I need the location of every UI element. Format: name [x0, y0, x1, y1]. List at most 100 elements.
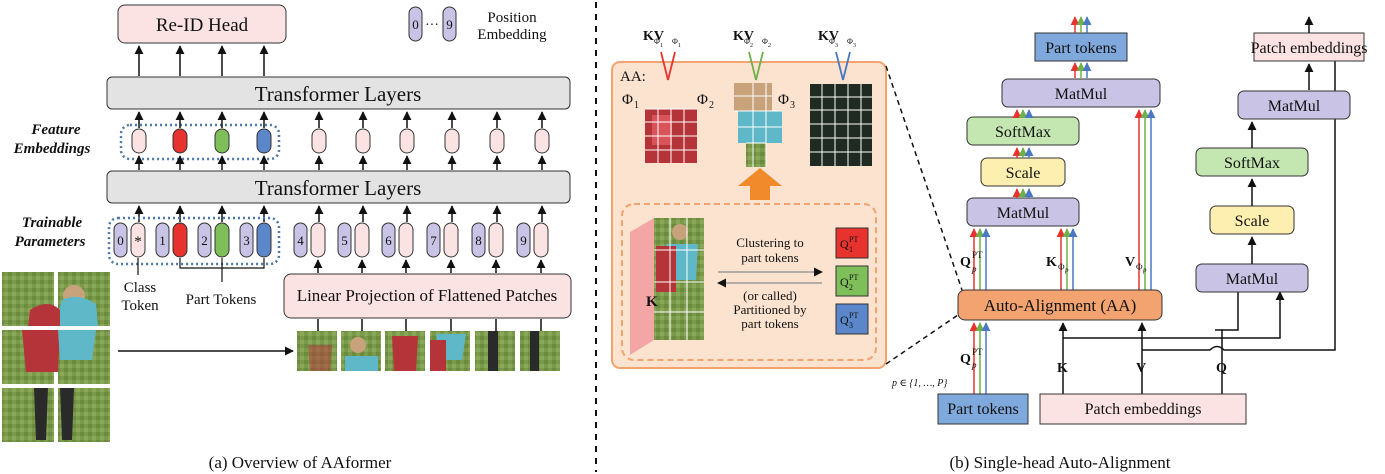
- trainable-group-outline: [107, 216, 281, 266]
- phi3-sub: 3: [790, 100, 795, 111]
- aa-label: AA:: [620, 69, 646, 85]
- caption-left: (a) Overview of AAformer: [209, 453, 392, 472]
- patch-embeddings-top-label: Patch embeddings: [1251, 40, 1368, 57]
- svg-text:2: 2: [201, 233, 208, 248]
- class-token-label-1: Class: [124, 280, 157, 296]
- k-feature-volume: [630, 218, 704, 355]
- caption-right: (b) Single-head Auto-Alignment: [950, 453, 1171, 472]
- linear-projection-box: [283, 273, 572, 319]
- patch-embeddings-top-box: [1253, 32, 1365, 62]
- kvq-routing: [1058, 52, 1340, 396]
- trainable-up-arrows: [134, 205, 547, 222]
- svg-text:Φ: Φ: [744, 37, 750, 46]
- svg-text:1: 1: [159, 233, 166, 248]
- pos-legend-first: [408, 6, 423, 42]
- branch-a-arrows: [969, 109, 1156, 290]
- svg-text:8: 8: [475, 233, 482, 248]
- k-volume-label: K: [646, 294, 658, 310]
- phi1-sub: 1: [634, 100, 639, 111]
- p-range-label: p ∈ {1, …, P}: [891, 378, 947, 389]
- part-tokens-bottom-label: Part tokens: [947, 401, 1019, 418]
- feature-label-1: Feature: [30, 122, 81, 138]
- class-token-label-2: Token: [121, 298, 159, 314]
- reid-head-label: Re-ID Head: [156, 15, 249, 36]
- auto-alignment-box: [957, 289, 1163, 321]
- svg-text:Φ: Φ: [762, 37, 768, 46]
- matmul-b-top: [1237, 90, 1351, 120]
- pos-legend-text-1: Position: [487, 10, 537, 26]
- part-tokens-label: Part Tokens: [186, 292, 257, 308]
- svg-text:part tokens: part tokens: [741, 250, 798, 265]
- transformer-bottom-label: Transformer Layers: [255, 176, 422, 200]
- matmul-a-top: [1001, 78, 1161, 108]
- zoom-connector-bottom: [885, 314, 959, 365]
- softmax-a-label: SoftMax: [995, 124, 1051, 141]
- reid-arrows: [134, 45, 269, 76]
- phi2-label: Φ: [697, 92, 708, 108]
- svg-text:PT: PT: [972, 250, 983, 260]
- transformer-to-feature-arrows: [134, 155, 547, 170]
- svg-text:PT: PT: [849, 273, 858, 282]
- svg-text:Q: Q: [840, 275, 849, 289]
- svg-text:2: 2: [750, 43, 753, 49]
- svg-text:Φ: Φ: [847, 37, 853, 46]
- pos-legend-dots: ···: [425, 18, 439, 33]
- kv-labels: KV KV KV: [643, 29, 839, 44]
- phi3-image: [810, 84, 872, 166]
- qkv-phi-labels: Q PT p K Φ p V Φ p: [960, 250, 1147, 274]
- transformer-layers-top: [106, 76, 571, 110]
- pedestrian-image: [2, 272, 110, 442]
- trainable-label-2: Parameters: [15, 234, 86, 250]
- svg-text:V: V: [1136, 361, 1146, 376]
- svg-text:3: 3: [835, 43, 838, 49]
- token-row: [113, 222, 549, 258]
- part-tokens-top-label: Part tokens: [1045, 40, 1117, 57]
- svg-text:9: 9: [520, 233, 527, 248]
- phi3-label: Φ: [778, 92, 789, 108]
- feature-label-2: Embeddings: [13, 141, 91, 157]
- qpt-squares: [835, 227, 869, 335]
- patch-to-projection-lines: [317, 319, 542, 331]
- linear-projection-label: Linear Projection of Flattened Patches: [297, 286, 558, 305]
- svg-text:KV: KV: [733, 29, 754, 44]
- feature-group-outline: [119, 123, 281, 161]
- part-tokens-bottom-box: [937, 393, 1029, 425]
- kvq-input-labels: K V Q: [1057, 361, 1227, 376]
- token-indices: 0 * 1 2 3 4 5 6 7 8 9: [117, 233, 527, 250]
- matmul-b-bottom-label: MatMul: [1226, 271, 1279, 288]
- svg-text:(or called): (or called): [743, 288, 797, 303]
- zoom-connector-top: [885, 65, 963, 291]
- svg-text:Partitioned by: Partitioned by: [733, 302, 807, 317]
- pos-legend-text-2: Embedding: [477, 27, 547, 43]
- svg-text:7: 7: [430, 233, 437, 248]
- clustering-inner-box: [621, 203, 877, 361]
- svg-text:Clustering to: Clustering to: [736, 235, 804, 250]
- qpt-bottom-label: Q: [960, 352, 971, 367]
- svg-text:1: 1: [678, 43, 681, 49]
- clustering-up-arrow: [738, 168, 782, 200]
- auto-alignment-label: Auto-Alignment (AA): [984, 296, 1137, 315]
- matmul-a-bottom-label: MatMul: [997, 205, 1050, 222]
- phi2-image: [734, 83, 782, 167]
- clustering-text: Clustering to part tokens (or called) Pa…: [733, 235, 807, 331]
- svg-text:Q: Q: [840, 313, 849, 327]
- pos-legend-last: [442, 6, 457, 42]
- svg-text:0: 0: [117, 233, 124, 248]
- class-star: *: [134, 234, 142, 250]
- phi1-image: [645, 108, 697, 163]
- svg-text:K: K: [1057, 361, 1068, 376]
- svg-text:4: 4: [297, 233, 304, 248]
- svg-text:3: 3: [849, 321, 853, 330]
- aa-input-arrows: [969, 322, 991, 396]
- svg-text:Φ: Φ: [654, 37, 660, 46]
- phi2-sub: 2: [709, 100, 714, 111]
- svg-text:p: p: [971, 264, 977, 274]
- svg-text:3: 3: [853, 43, 856, 49]
- matmul-b-top-label: MatMul: [1268, 98, 1321, 115]
- svg-text:part tokens: part tokens: [741, 316, 798, 331]
- reid-head-box: [117, 4, 287, 44]
- svg-text:Q: Q: [960, 255, 971, 270]
- feature-embeddings: [131, 128, 550, 154]
